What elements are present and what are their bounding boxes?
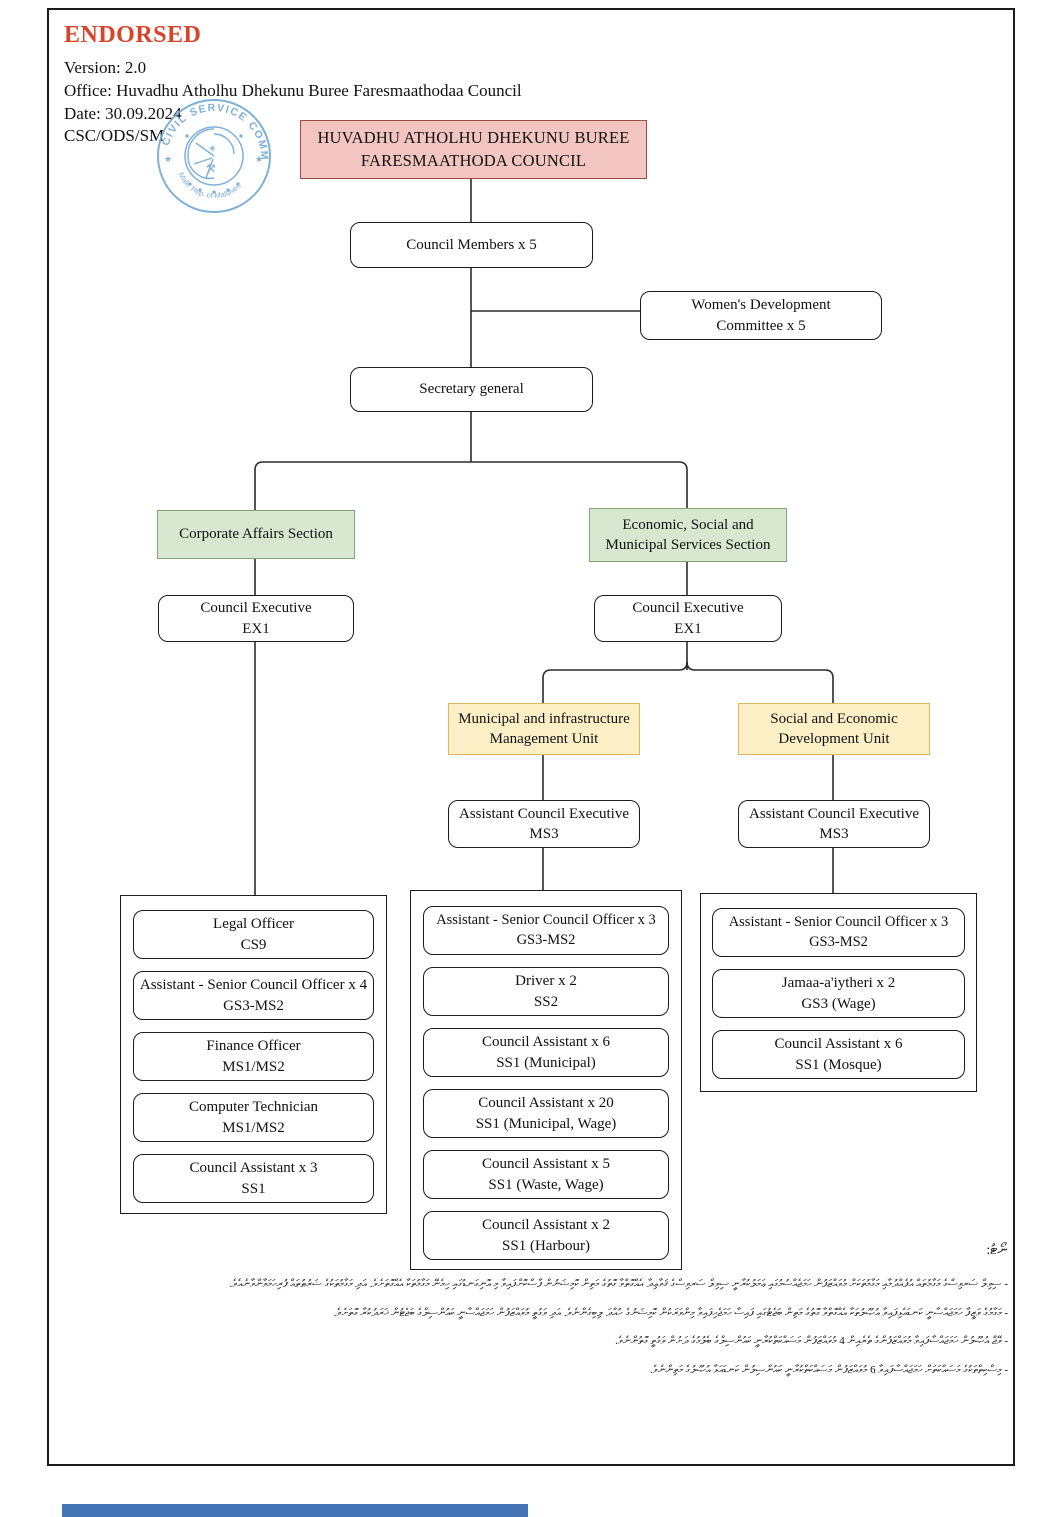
assistant-council-executive-left-box: Assistant Council Executive MS3 (448, 800, 640, 848)
staff-box-council-assistant-waste-wage: Council Assistant x 5 SS1 (Waste, Wage) (423, 1150, 669, 1199)
ce-right-grade: EX1 (674, 620, 702, 637)
ace-left-grade: MS3 (529, 826, 559, 842)
staff-title: Council Assistant x 6 (482, 1034, 610, 1051)
staff-box-asst-senior-council-officer: Assistant - Senior Council Officer x 3 G… (423, 906, 669, 955)
corporate-affairs-section-box: Corporate Affairs Section (157, 510, 355, 559)
corporate-section-label: Corporate Affairs Section (179, 526, 333, 543)
social-economic-unit-box: Social and Economic Development Unit (738, 703, 930, 755)
staff-title: Driver x 2 (515, 973, 577, 990)
stamp-bottom-text: Male' Rep. of Maldives (177, 171, 243, 200)
notes-label: ނޯޓު: (986, 1243, 1007, 1258)
staff-grade: SS2 (533, 993, 559, 1010)
civil-service-commission-stamp-icon: CIVIL SERVICE COMMISSION Male' Rep. of M… (154, 96, 271, 213)
staff-title: Assistant - Senior Council Officer x 3 (728, 913, 949, 930)
staff-box-council-assistant-municipal-wage: Council Assistant x 20 SS1 (Municipal, W… (423, 1089, 669, 1138)
staff-grade: MS1/MS2 (222, 1119, 285, 1136)
svg-text:⚒: ⚒ (206, 163, 216, 175)
version-line: Version: 2.0 (64, 58, 147, 77)
reference-line: CSC/ODS/SM (64, 126, 165, 145)
staff-box-council-assistant-mosque: Council Assistant x 6 SS1 (Mosque) (712, 1030, 965, 1079)
staff-title: Council Assistant x 20 (478, 1095, 614, 1112)
municipal-infrastructure-unit-box: Municipal and infrastructure Management … (448, 703, 640, 755)
social-unit-line2: Development Unit (778, 731, 890, 747)
staff-grade: GS3 (Wage) (801, 995, 876, 1012)
staff-grade: SS1 (Municipal) (496, 1054, 596, 1071)
staff-box-council-assistant-harbour: Council Assistant x 2 SS1 (Harbour) (423, 1211, 669, 1260)
staff-box-jamaa-aiytheri: Jamaa-a'iytheri x 2 GS3 (Wage) (712, 969, 965, 1018)
council-executive-right-box: Council Executive EX1 (594, 595, 782, 642)
staff-box-finance-officer: Finance Officer MS1/MS2 (133, 1032, 374, 1081)
staff-box-computer-technician: Computer Technician MS1/MS2 (133, 1093, 374, 1142)
note-item-2: - މަގާމުގެ ވަޒީފާ ހަމަޖައްސާނީ ކަނޑައެޅި… (333, 1306, 1008, 1319)
staff-grade: SS1 (Municipal, Wage) (475, 1115, 617, 1132)
ace-right-grade: MS3 (819, 826, 849, 842)
municipal-unit-line1: Municipal and infrastructure (458, 710, 630, 727)
staff-box-council-assistant: Council Assistant x 3 SS1 (133, 1154, 374, 1203)
council-members-label: Council Members x 5 (406, 236, 537, 253)
office-line: Office: Huvadhu Atholhu Dhekunu Buree Fa… (64, 81, 522, 100)
staff-grade: GS3-MS2 (516, 931, 576, 948)
root-council-box: HUVADHU ATHOLHU DHEKUNU BUREE FARESMAATH… (300, 120, 647, 179)
staff-box-asst-senior-council-officer: Assistant - Senior Council Officer x 3 G… (712, 908, 965, 957)
assistant-council-executive-right-box: Assistant Council Executive MS3 (738, 800, 930, 848)
endorsed-stamp-text: ENDORSED (64, 22, 202, 48)
date-line: Date: 30.09.2024 (64, 104, 182, 123)
economic-section-line1: Economic, Social and (622, 516, 754, 533)
staff-box-driver: Driver x 2 SS2 (423, 967, 669, 1016)
council-members-box: Council Members x 5 (350, 222, 593, 268)
staff-grade: GS3-MS2 (223, 997, 284, 1014)
ace-right-title: Assistant Council Executive (749, 805, 919, 822)
staff-title: Council Assistant x 6 (774, 1036, 903, 1053)
staff-title: Finance Officer (206, 1038, 301, 1055)
ace-left-title: Assistant Council Executive (459, 805, 629, 822)
staff-grade: SS1 (Waste, Wage) (488, 1176, 604, 1193)
secretary-general-label: Secretary general (419, 381, 524, 398)
social-unit-line1: Social and Economic (770, 710, 898, 727)
svg-text:★: ★ (164, 154, 172, 164)
page-border (47, 8, 1015, 1466)
ce-left-grade: EX1 (242, 620, 270, 637)
staff-grade: SS1 (241, 1180, 266, 1197)
staff-title: Council Assistant x 5 (482, 1156, 610, 1173)
staff-grade: SS1 (Harbour) (502, 1237, 590, 1254)
staff-title: Council Assistant x 3 (189, 1160, 318, 1177)
staff-title: Assistant - Senior Council Officer x 3 (436, 911, 656, 928)
womens-development-committee-box: Women's Development Committee x 5 (640, 291, 882, 340)
staff-title: Legal Officer (213, 916, 294, 933)
svg-text:✶: ✶ (208, 144, 216, 155)
bottom-blue-bar (62, 1504, 528, 1517)
staff-grade: GS3-MS2 (809, 933, 868, 950)
staff-title: Assistant - Senior Council Officer x 4 (139, 977, 368, 994)
note-item-1: - ސިވިލް ސަރވިސްގެ މަގާމުތައް އުފެއްދުމާ… (229, 1278, 1008, 1290)
ce-left-title: Council Executive (200, 600, 312, 617)
staff-title: Council Assistant x 2 (482, 1217, 610, 1234)
secretary-general-box: Secretary general (350, 367, 593, 412)
root-line1: HUVADHU ATHOLHU DHEKUNU BUREE (317, 128, 630, 148)
staff-box-council-assistant-municipal: Council Assistant x 6 SS1 (Municipal) (423, 1028, 669, 1077)
staff-box-asst-senior-council-officer: Assistant - Senior Council Officer x 4 G… (133, 971, 374, 1020)
economic-section-line2: Municipal Services Section (605, 537, 771, 553)
staff-grade: CS9 (240, 936, 267, 953)
municipal-unit-line2: Management Unit (489, 731, 599, 747)
staff-title: Computer Technician (188, 1099, 319, 1116)
note-item-4: - މިސްކިތްތަކުގެ މަސައްކަތަށް ހަމަޖައްސާ… (649, 1363, 1008, 1376)
svg-text:★: ★ (255, 154, 263, 164)
council-executive-left-box: Council Executive EX1 (158, 595, 354, 642)
staff-grade: MS1/MS2 (222, 1058, 285, 1075)
economic-social-municipal-section-box: Economic, Social and Municipal Services … (589, 508, 787, 562)
notes-section: - ސިވިލް ސަރވިސްގެ މަގާމުތައް އުފެއްދުމާ… (52, 1276, 1008, 1390)
wdc-line2: Committee x 5 (716, 317, 806, 334)
wdc-line1: Women's Development (691, 297, 831, 314)
staff-grade: SS1 (Mosque) (795, 1056, 882, 1073)
staff-title: Jamaa-a'iytheri x 2 (781, 975, 896, 992)
ce-right-title: Council Executive (632, 600, 744, 617)
svg-text:Male' Rep. of Maldives: Male' Rep. of Maldives (177, 171, 243, 200)
root-line2: FARESMAATHODA COUNCIL (360, 150, 587, 170)
note-item-3: - ވޭޖް އުޞޫލުން ހަމަޖައްސާފައިވާ މުވައްޒ… (615, 1335, 1008, 1348)
staff-box-legal-officer: Legal Officer CS9 (133, 910, 374, 959)
